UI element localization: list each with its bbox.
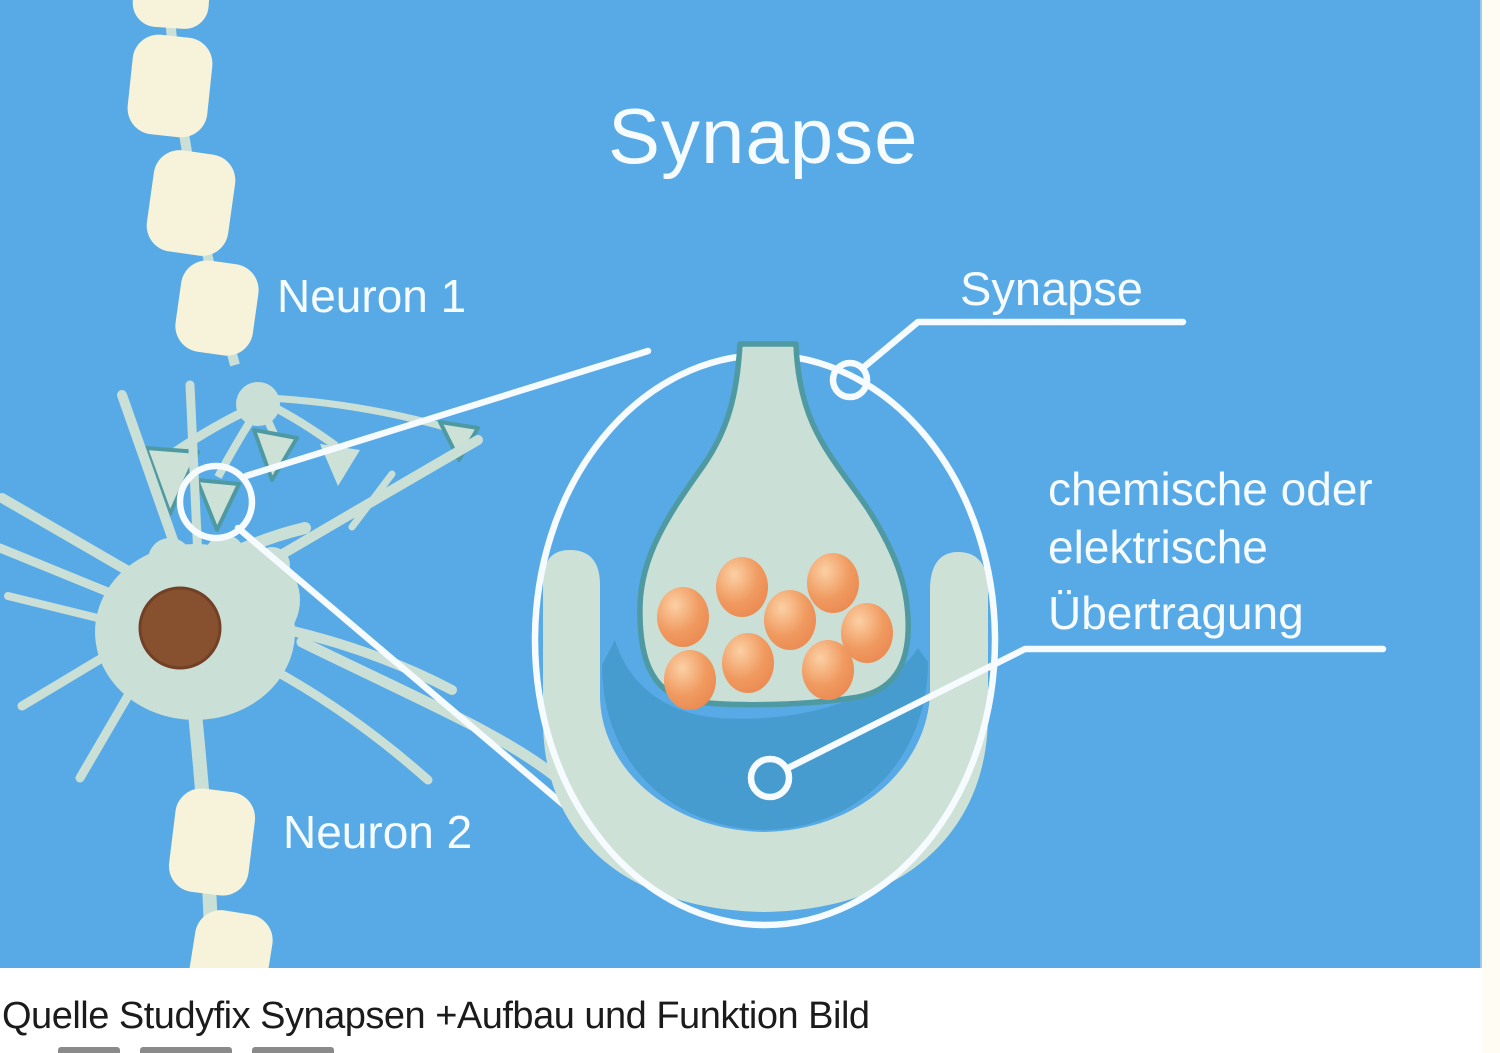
soma-bump — [148, 538, 192, 582]
nucleus — [138, 586, 222, 670]
synapse-diagram-canvas: Synapse Neuron 1 Neuron 2 Synapse chemis… — [0, 0, 1482, 968]
magnifier-source-circle — [176, 462, 256, 542]
cropped-text-fragment — [252, 1047, 334, 1053]
synapse-callout-line — [860, 318, 1187, 371]
transmission-line-2: elektrische — [1048, 521, 1268, 573]
dendrite — [4, 592, 118, 626]
transmission-line-1: chemische oder — [1048, 463, 1373, 515]
myelin-segment — [146, 150, 236, 256]
synaptic-vesicle — [764, 590, 816, 650]
terminal-branch — [214, 409, 260, 479]
synaptic-vesicle — [722, 633, 774, 693]
magnifier-line-bottom — [234, 524, 609, 844]
myelin-segment — [189, 910, 273, 968]
neuron1-label: Neuron 1 — [277, 270, 466, 322]
synaptic-vesicles — [657, 553, 893, 710]
diagram-title: Synapse — [608, 92, 919, 180]
synaptic-knob — [252, 428, 299, 482]
myelin-segment — [132, 0, 212, 29]
dendrite — [117, 390, 185, 565]
synapse-callout-marker — [829, 359, 871, 401]
synaptic-knob — [195, 478, 241, 532]
synaptic-vesicle — [716, 557, 768, 617]
synapse-diagram: Synapse Neuron 1 Neuron 2 Synapse chemis… — [0, 0, 1387, 968]
caption-text: Quelle Studyfix Synapsen +Aufbau und Fun… — [2, 995, 870, 1037]
neuron2-cell — [0, 380, 624, 968]
soma-bump — [205, 535, 245, 575]
terminal-branch — [172, 403, 254, 456]
synaptic-vesicle — [841, 603, 893, 663]
dendrite — [0, 543, 125, 602]
myelin-segment — [168, 788, 256, 896]
postsynaptic-cup — [543, 550, 988, 912]
synapse-callout-label: Synapse — [960, 262, 1143, 315]
axon-terminal — [144, 382, 480, 532]
transmission-callout-label: chemische oder elektrische Übertragung — [1048, 463, 1386, 639]
dendrite — [75, 677, 141, 783]
dendrite — [0, 493, 135, 577]
neuron2-axon — [168, 694, 273, 968]
myelin-segment — [175, 260, 259, 356]
myelin-segment — [127, 34, 213, 138]
synaptic-vesicle — [664, 650, 716, 710]
synaptic-vesicle — [657, 587, 709, 647]
magnifier-line-top — [242, 347, 652, 480]
synaptic-vesicle — [802, 640, 854, 700]
terminal-branch — [266, 400, 339, 450]
transmission-line-3: Übertragung — [1048, 587, 1304, 639]
neuron2-label: Neuron 2 — [283, 806, 472, 858]
cropped-text-fragment — [58, 1047, 120, 1053]
synaptic-vesicle — [807, 553, 859, 613]
soma-bump — [254, 547, 290, 583]
neuron1-axon — [127, 0, 480, 532]
cropped-text-fragment — [140, 1047, 232, 1053]
terminal-branch — [258, 406, 278, 436]
right-margin-strip — [1482, 0, 1500, 1053]
transmission-callout-marker — [747, 755, 793, 801]
dendrite — [17, 647, 117, 711]
magnified-synapse-view — [531, 341, 999, 929]
synaptic-cleft — [602, 640, 928, 830]
dendrite — [348, 470, 396, 531]
transmission-callout-line — [784, 645, 1387, 772]
synaptic-knob — [320, 444, 360, 486]
